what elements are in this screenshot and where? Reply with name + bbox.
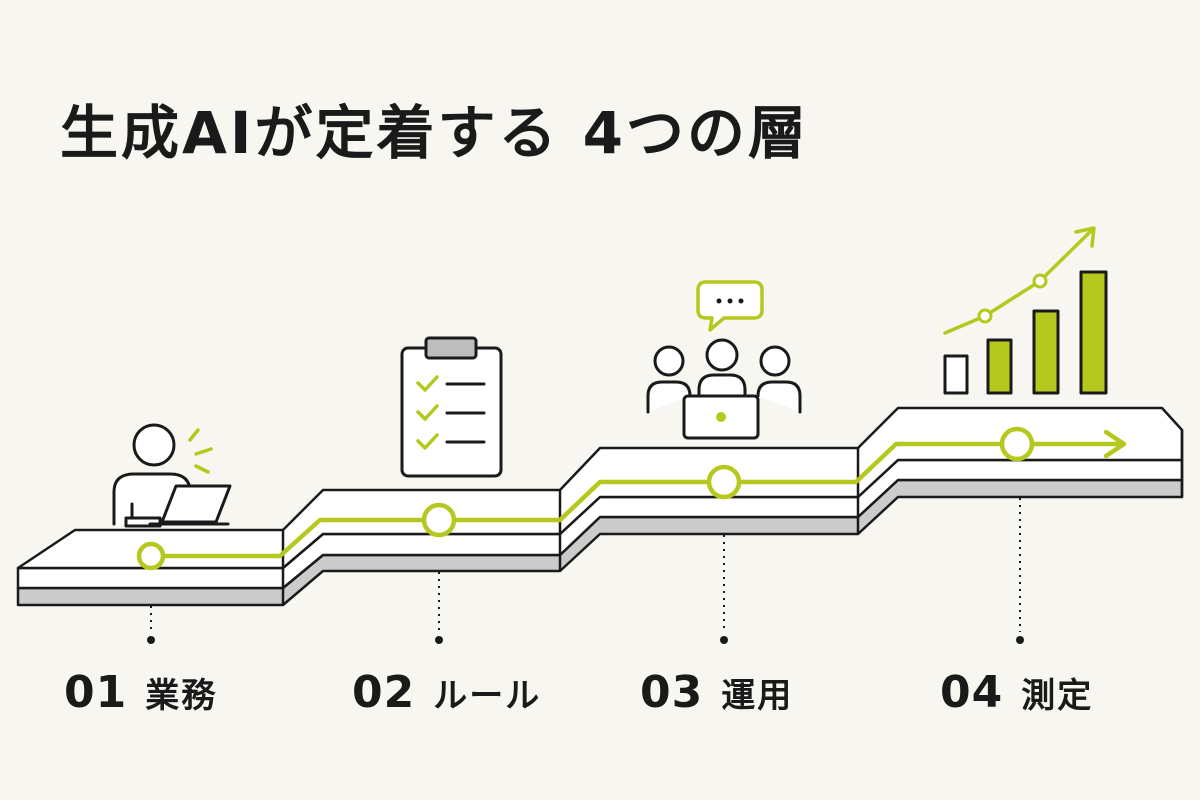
step-3-name: 運用 — [721, 675, 794, 716]
progress-path — [159, 441, 1125, 559]
step-2-name: ルール — [433, 675, 542, 716]
growth-bar-chart-icon — [943, 226, 1108, 395]
step-3-number: 03 — [640, 666, 704, 718]
step-2-label: 02 ルール — [352, 664, 541, 720]
step-1-label: 01 業務 — [64, 664, 217, 720]
step-3-label: 03 運用 — [640, 664, 793, 720]
step-2-number: 02 — [352, 666, 416, 718]
progress-node-1 — [136, 541, 166, 571]
team-chat-icon — [646, 280, 802, 440]
progress-arrowhead — [1103, 429, 1127, 459]
leader-lines — [147, 498, 1024, 644]
progress-nodes — [136, 426, 1035, 571]
progress-node-2 — [421, 502, 457, 538]
progress-node-3 — [706, 464, 742, 500]
page-title: 生成AIが定着する 4つの層 — [60, 99, 810, 167]
step-1-number: 01 — [64, 666, 128, 718]
clipboard-checklist-icon — [400, 336, 503, 478]
step-4-label: 04 測定 — [940, 664, 1093, 720]
step-1-name: 業務 — [145, 675, 218, 716]
person-laptop-icon — [112, 423, 232, 528]
step-4-number: 04 — [940, 666, 1004, 718]
step-4-name: 測定 — [1021, 675, 1094, 716]
platform-step-edges — [281, 430, 1184, 605]
progress-node-4 — [999, 426, 1035, 462]
